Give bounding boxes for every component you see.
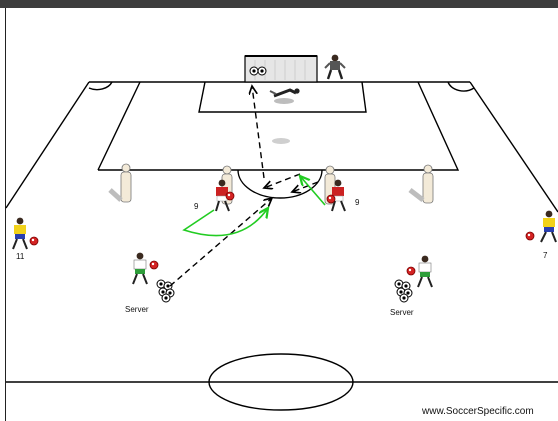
penalty-spot-shadow	[272, 138, 290, 144]
corner-arc-left	[89, 82, 112, 90]
player-icon	[407, 256, 432, 287]
touchline-left	[6, 82, 89, 208]
pass-arrow-layoff	[264, 174, 300, 188]
wide-player-right-number: 7	[543, 251, 548, 260]
server-right-label: Server	[390, 308, 414, 317]
player-icon	[526, 211, 556, 242]
penalty-arc	[238, 170, 322, 198]
goalkeeper-icon	[325, 55, 345, 79]
six-yard-box	[199, 82, 366, 112]
pass-arrow-server	[170, 198, 272, 286]
run-arrow-right	[300, 176, 325, 205]
pass-arrows	[170, 86, 318, 286]
run-arrows	[184, 176, 325, 236]
touchline-right	[470, 82, 558, 212]
attacker-left-number: 9	[194, 202, 199, 211]
ball-pile-icon	[395, 280, 412, 302]
wide-player-left-number: 11	[16, 252, 25, 261]
diving-keeper-icon	[270, 88, 300, 104]
player-icon	[13, 218, 38, 249]
player-icon	[133, 253, 158, 284]
ball-pile-icon	[157, 280, 174, 302]
pitch-lines	[6, 82, 558, 410]
attacker-right-number: 9	[355, 198, 360, 207]
pass-arrow-shot	[252, 86, 264, 178]
watermark: www.SoccerSpecific.com	[421, 406, 534, 417]
server-left-label: Server	[125, 305, 149, 314]
